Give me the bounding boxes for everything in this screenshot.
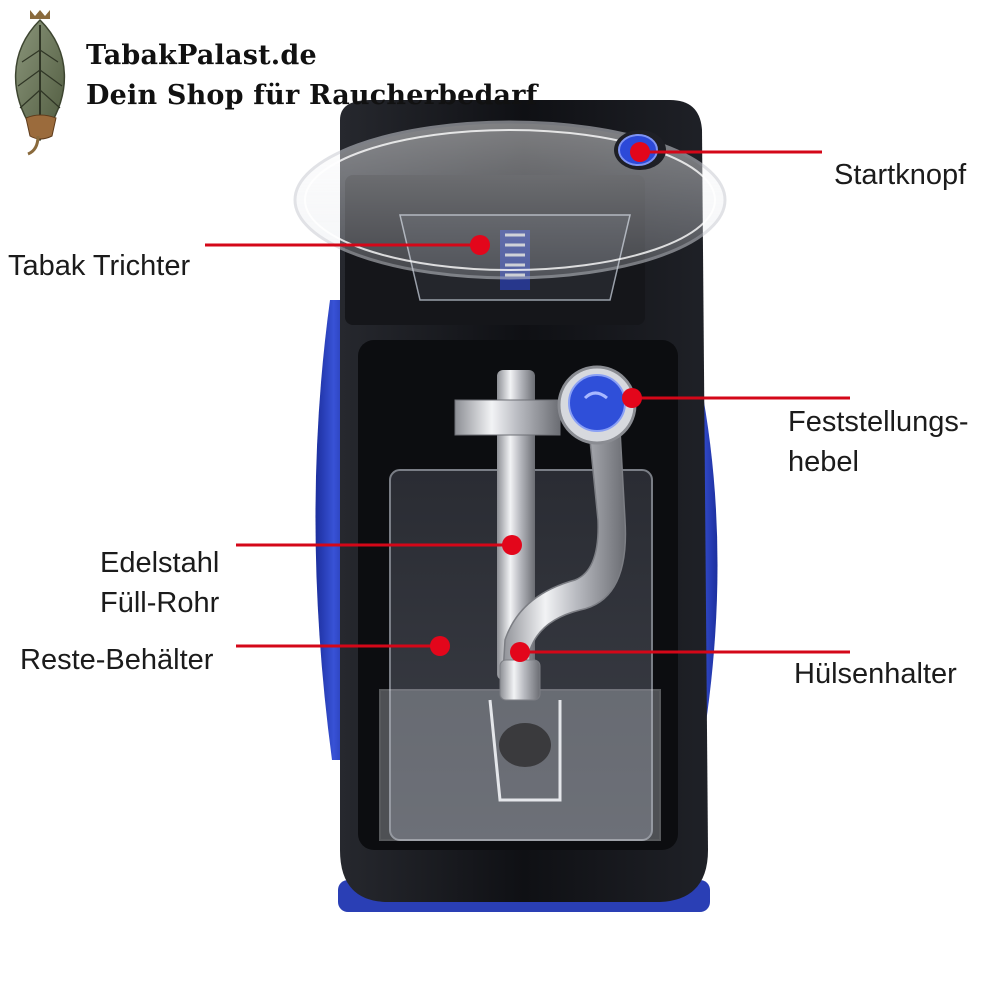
locking-lever-knob: [557, 365, 637, 445]
callout-filling-tube-line1: Edelstahl: [100, 547, 220, 579]
callout-cartridge-holder: Hülsenhalter: [794, 658, 957, 690]
callout-locking-lever: Feststellungs- hebel: [788, 402, 969, 482]
tobacco-leaf-pipe-crown-icon: [14, 10, 66, 156]
tobacco-hopper: [293, 120, 727, 325]
cartridge-holder: [499, 418, 627, 701]
callout-markers: [205, 142, 850, 662]
callout-tobacco-hopper: Tabak Trichter: [8, 250, 191, 282]
brand-tagline: Dein Shop für Raucherbedarf: [86, 80, 538, 111]
callout-waste-tray: Reste-Behälter: [20, 644, 214, 676]
brand-name: TabakPalast.de: [86, 40, 317, 71]
filling-tube: [454, 370, 561, 680]
callout-locking-lever-line1: Feststellungs-: [788, 406, 969, 438]
callout-filling-tube-line2: Füll-Rohr: [100, 587, 220, 619]
callout-filling-tube: Edelstahl Füll-Rohr: [100, 543, 219, 623]
callout-start-button: Startknopf: [834, 159, 967, 191]
callout-locking-lever-line2: hebel: [788, 446, 859, 478]
